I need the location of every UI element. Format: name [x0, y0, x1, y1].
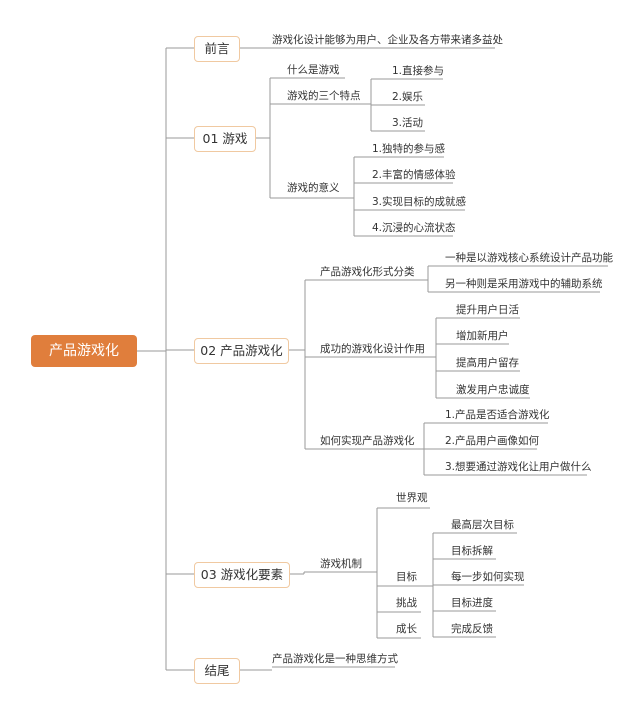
- how-user-actions[interactable]: 3.想要通过游戏化让用户做什么: [445, 461, 592, 473]
- branch-games[interactable]: 01 游戏: [194, 126, 256, 152]
- branch-gamification-elements[interactable]: 03 游戏化要素: [194, 562, 290, 588]
- trait-direct-participation[interactable]: 1.直接参与: [392, 65, 445, 77]
- branch-product-gamification[interactable]: 02 产品游戏化: [194, 338, 289, 364]
- mechanic-goal[interactable]: 目标: [396, 571, 417, 583]
- branch-preface[interactable]: 前言: [194, 36, 240, 62]
- effect-loyalty[interactable]: 激发用户忠诚度: [456, 384, 530, 396]
- mechanic-challenge[interactable]: 挑战: [396, 597, 417, 609]
- goal-how-each-step[interactable]: 每一步如何实现: [451, 571, 525, 583]
- design-effects[interactable]: 成功的游戏化设计作用: [320, 343, 425, 355]
- root-node[interactable]: 产品游戏化: [31, 335, 137, 367]
- goal-breakdown[interactable]: 目标拆解: [451, 545, 493, 557]
- ending-mindset[interactable]: 产品游戏化是一种思维方式: [272, 653, 398, 665]
- effect-dau[interactable]: 提升用户日活: [456, 304, 519, 316]
- how-suitability[interactable]: 1.产品是否适合游戏化: [445, 409, 550, 421]
- meaning-participation[interactable]: 1.独特的参与感: [372, 143, 446, 155]
- branch-ending[interactable]: 结尾: [194, 658, 240, 684]
- how-to-gamify[interactable]: 如何实现产品游戏化: [320, 435, 415, 447]
- trait-entertainment[interactable]: 2.娱乐: [392, 91, 424, 103]
- what-is-game[interactable]: 什么是游戏: [287, 64, 340, 76]
- form-auxiliary-system[interactable]: 另一种则是采用游戏中的辅助系统: [445, 278, 603, 290]
- game-mechanics[interactable]: 游戏机制: [320, 558, 362, 570]
- game-three-traits[interactable]: 游戏的三个特点: [287, 90, 361, 102]
- game-meaning[interactable]: 游戏的意义: [287, 182, 340, 194]
- mechanic-growth[interactable]: 成长: [396, 623, 417, 635]
- effect-new-users[interactable]: 增加新用户: [456, 330, 509, 342]
- form-core-system[interactable]: 一种是以游戏核心系统设计产品功能: [445, 252, 613, 264]
- goal-progress[interactable]: 目标进度: [451, 597, 493, 609]
- how-user-persona[interactable]: 2.产品用户画像如何: [445, 435, 540, 447]
- effect-retention[interactable]: 提高用户留存: [456, 357, 519, 369]
- meaning-achievement[interactable]: 3.实现目标的成就感: [372, 196, 467, 208]
- form-classification[interactable]: 产品游戏化形式分类: [320, 266, 415, 278]
- meaning-emotion[interactable]: 2.丰富的情感体验: [372, 169, 456, 181]
- preface-benefits[interactable]: 游戏化设计能够为用户、企业及各方带来诸多益处: [272, 34, 503, 46]
- trait-activity[interactable]: 3.活动: [392, 117, 424, 129]
- goal-feedback[interactable]: 完成反馈: [451, 623, 493, 635]
- goal-top-level[interactable]: 最高层次目标: [451, 519, 514, 531]
- mechanic-worldview[interactable]: 世界观: [396, 492, 428, 504]
- meaning-flow[interactable]: 4.沉浸的心流状态: [372, 222, 456, 234]
